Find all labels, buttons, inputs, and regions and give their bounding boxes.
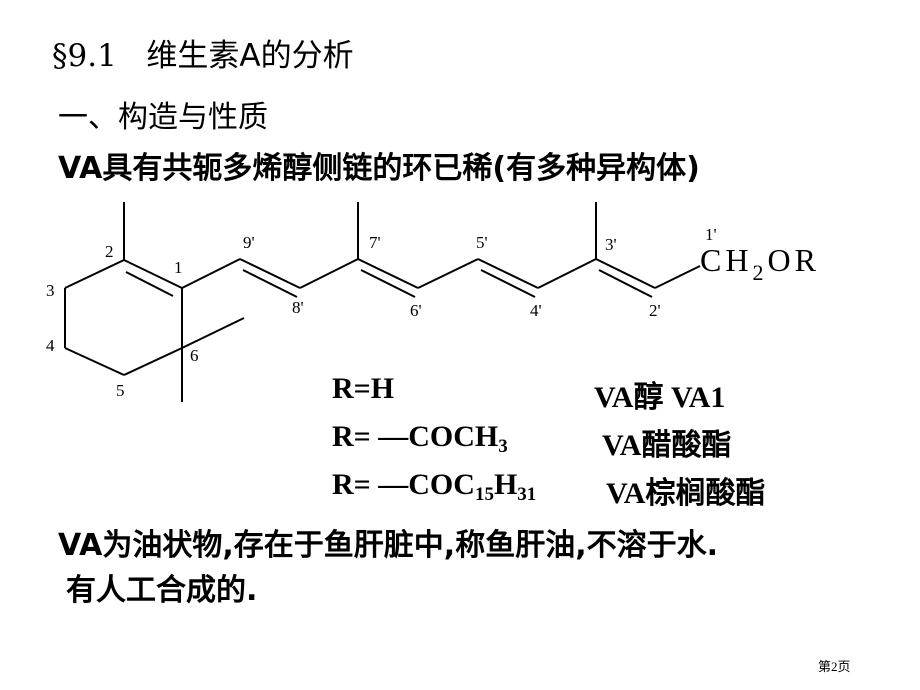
locant-ring-2: 2 <box>105 242 114 261</box>
locant-chain-5: 5' <box>476 233 488 252</box>
locant-chain-2: 2' <box>649 301 661 320</box>
locant-ring-1: 1 <box>174 258 183 277</box>
title-text: 维生素A的分析 <box>146 38 354 74</box>
locant-chain-3: 3' <box>605 235 617 254</box>
section-heading: 一、构造与性质 <box>58 100 268 135</box>
locant-chain-9: 9' <box>243 233 255 252</box>
end-group-formula: CH2OR <box>700 242 820 285</box>
derivative-r-3: R= —COC15H31 <box>332 468 537 505</box>
locant-chain-1: 1' <box>705 225 717 244</box>
structure-bonds <box>64 202 701 402</box>
derivative-name-1: VA醇 VA1 <box>594 381 726 414</box>
chain-locants: 9' 8' 7' 6' 5' 4' 3' 2' 1' <box>243 225 717 320</box>
locant-ring-5: 5 <box>116 381 125 400</box>
description-line-2: 有人工合成的. <box>66 573 258 608</box>
description-line-1: VA为油状物,存在于鱼肝脏中,称鱼肝油,不溶于水. <box>58 528 718 563</box>
locant-chain-4: 4' <box>530 301 542 320</box>
intro-text: VA具有共轭多烯醇侧链的环已稀(有多种异构体) <box>58 151 700 186</box>
derivative-name-2: VA醋酸酯 <box>602 429 732 462</box>
locant-ring-4: 4 <box>46 336 55 355</box>
locant-chain-6: 6' <box>410 301 422 320</box>
locant-chain-7: 7' <box>369 233 381 252</box>
derivative-r-2: R= —COCH3 <box>332 420 508 457</box>
slide-title: §9.1 维生素A的分析 <box>52 30 354 75</box>
derivative-r-1: R=H <box>332 372 395 405</box>
locant-chain-8: 8' <box>292 298 304 317</box>
locant-ring-3: 3 <box>46 281 55 300</box>
section-number: §9.1 <box>52 38 117 74</box>
page-number: 第2页 <box>818 659 851 674</box>
ring-locants: 1 2 3 4 5 6 <box>46 242 199 400</box>
locant-ring-6: 6 <box>190 346 199 365</box>
derivative-name-3: VA棕榈酸酯 <box>606 477 766 510</box>
